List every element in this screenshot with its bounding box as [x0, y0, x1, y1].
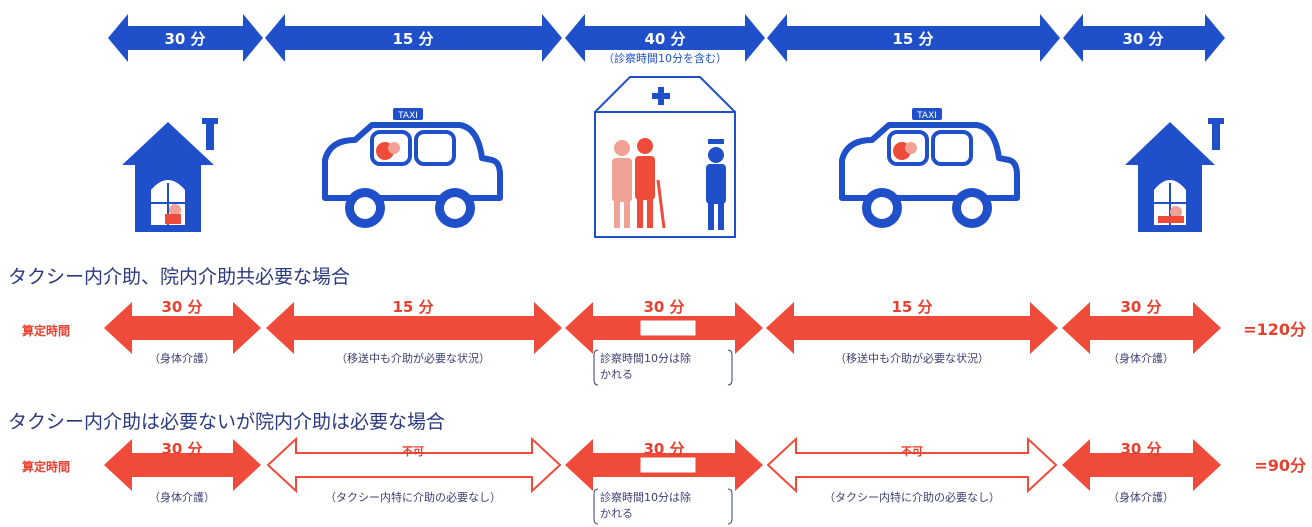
- case1-note-3: 診察時間10分は除 かれる: [593, 349, 733, 386]
- timeline-arrow-5: [1063, 14, 1225, 62]
- case1-time-3: 30 分: [643, 298, 684, 316]
- timeline-arrow-4: [767, 14, 1060, 62]
- top-timeline: [108, 14, 1225, 62]
- case1-arrow-5: [1062, 302, 1221, 354]
- case2-note-3-line1: 診察時間10分は除: [600, 490, 691, 504]
- case2-time-5: 30 分: [1120, 440, 1161, 458]
- case1-note-4: （移送中も介助が必要な状況）: [835, 351, 989, 365]
- case1-arrow-1: [104, 302, 261, 354]
- case2-time-4: 不可: [901, 445, 923, 458]
- case2-note-5: （身体介護）: [1108, 490, 1174, 504]
- timeline-label-1: 30 分: [164, 30, 205, 48]
- case2-row-label: 算定時間: [22, 459, 70, 474]
- case1-heading: タクシー内介助、院内介助共必要な場合: [8, 266, 350, 288]
- case1-time-1: 30 分: [161, 298, 202, 316]
- case1-note-2: （移送中も介助が必要な状況）: [336, 351, 490, 365]
- case2-total: =90分: [1254, 456, 1306, 475]
- case1-time-5: 30 分: [1120, 298, 1161, 316]
- case2-time-2: 不可: [402, 445, 424, 458]
- timeline-label-3: 40 分: [644, 30, 685, 48]
- case1-time-2: 15 分: [392, 298, 433, 316]
- hospital-icon: [594, 76, 736, 238]
- taxi-left-sign: TAXI: [397, 111, 418, 121]
- case1-time-4: 15 分: [891, 298, 932, 316]
- case2-note-3: 診察時間10分は除 かれる: [593, 488, 733, 525]
- taxi-left-icon: TAXI: [322, 108, 503, 228]
- timeline-arrow-2: [265, 14, 562, 62]
- timeline-note-3: （診察時間10分を含む）: [603, 51, 727, 65]
- taxi-right-sign: TAXI: [916, 111, 937, 121]
- case2-heading: タクシー内介助は必要ないが院内介助は必要な場合: [8, 411, 445, 433]
- case2-note-4: （タクシー内特に介助の必要なし）: [824, 490, 1000, 504]
- house-right-icon: [1125, 118, 1224, 232]
- case2-arrow-1: [104, 439, 261, 491]
- timeline-label-2: 15 分: [392, 30, 433, 48]
- case2-time-1: 30 分: [161, 440, 202, 458]
- case1-note-3-line2: かれる: [600, 368, 633, 381]
- case2-note-3-line2: かれる: [600, 507, 633, 520]
- case2-arrow-5: [1062, 439, 1221, 491]
- taxi-right-icon: TAXI: [839, 108, 1020, 228]
- house-left-icon: [122, 118, 218, 232]
- case2-arrow-4: [766, 436, 1058, 494]
- case2-time-3: 30 分: [643, 440, 684, 458]
- case1-note-3-line1: 診察時間10分は除: [600, 351, 691, 365]
- case1-arrow-4: [766, 302, 1058, 354]
- case1-total: =120分: [1243, 320, 1306, 339]
- case1-arrow-2: [266, 302, 562, 354]
- case2-note-2: （タクシー内特に介助の必要なし）: [325, 490, 501, 504]
- timeline-arrow-1: [108, 14, 263, 62]
- timeline-label-5: 30 分: [1122, 30, 1163, 48]
- case2-excluded-block: [639, 456, 697, 474]
- timeline-arrow-3: [565, 14, 765, 62]
- case2-note-1: （身体介護）: [149, 490, 215, 504]
- case1-note-1: （身体介護）: [149, 351, 215, 365]
- case1-excluded-block: [639, 319, 697, 337]
- case1-row-label: 算定時間: [22, 323, 70, 338]
- timeline-label-4: 15 分: [892, 30, 933, 48]
- case2-arrow-2: [266, 436, 562, 494]
- case1-note-5: （身体介護）: [1108, 351, 1174, 365]
